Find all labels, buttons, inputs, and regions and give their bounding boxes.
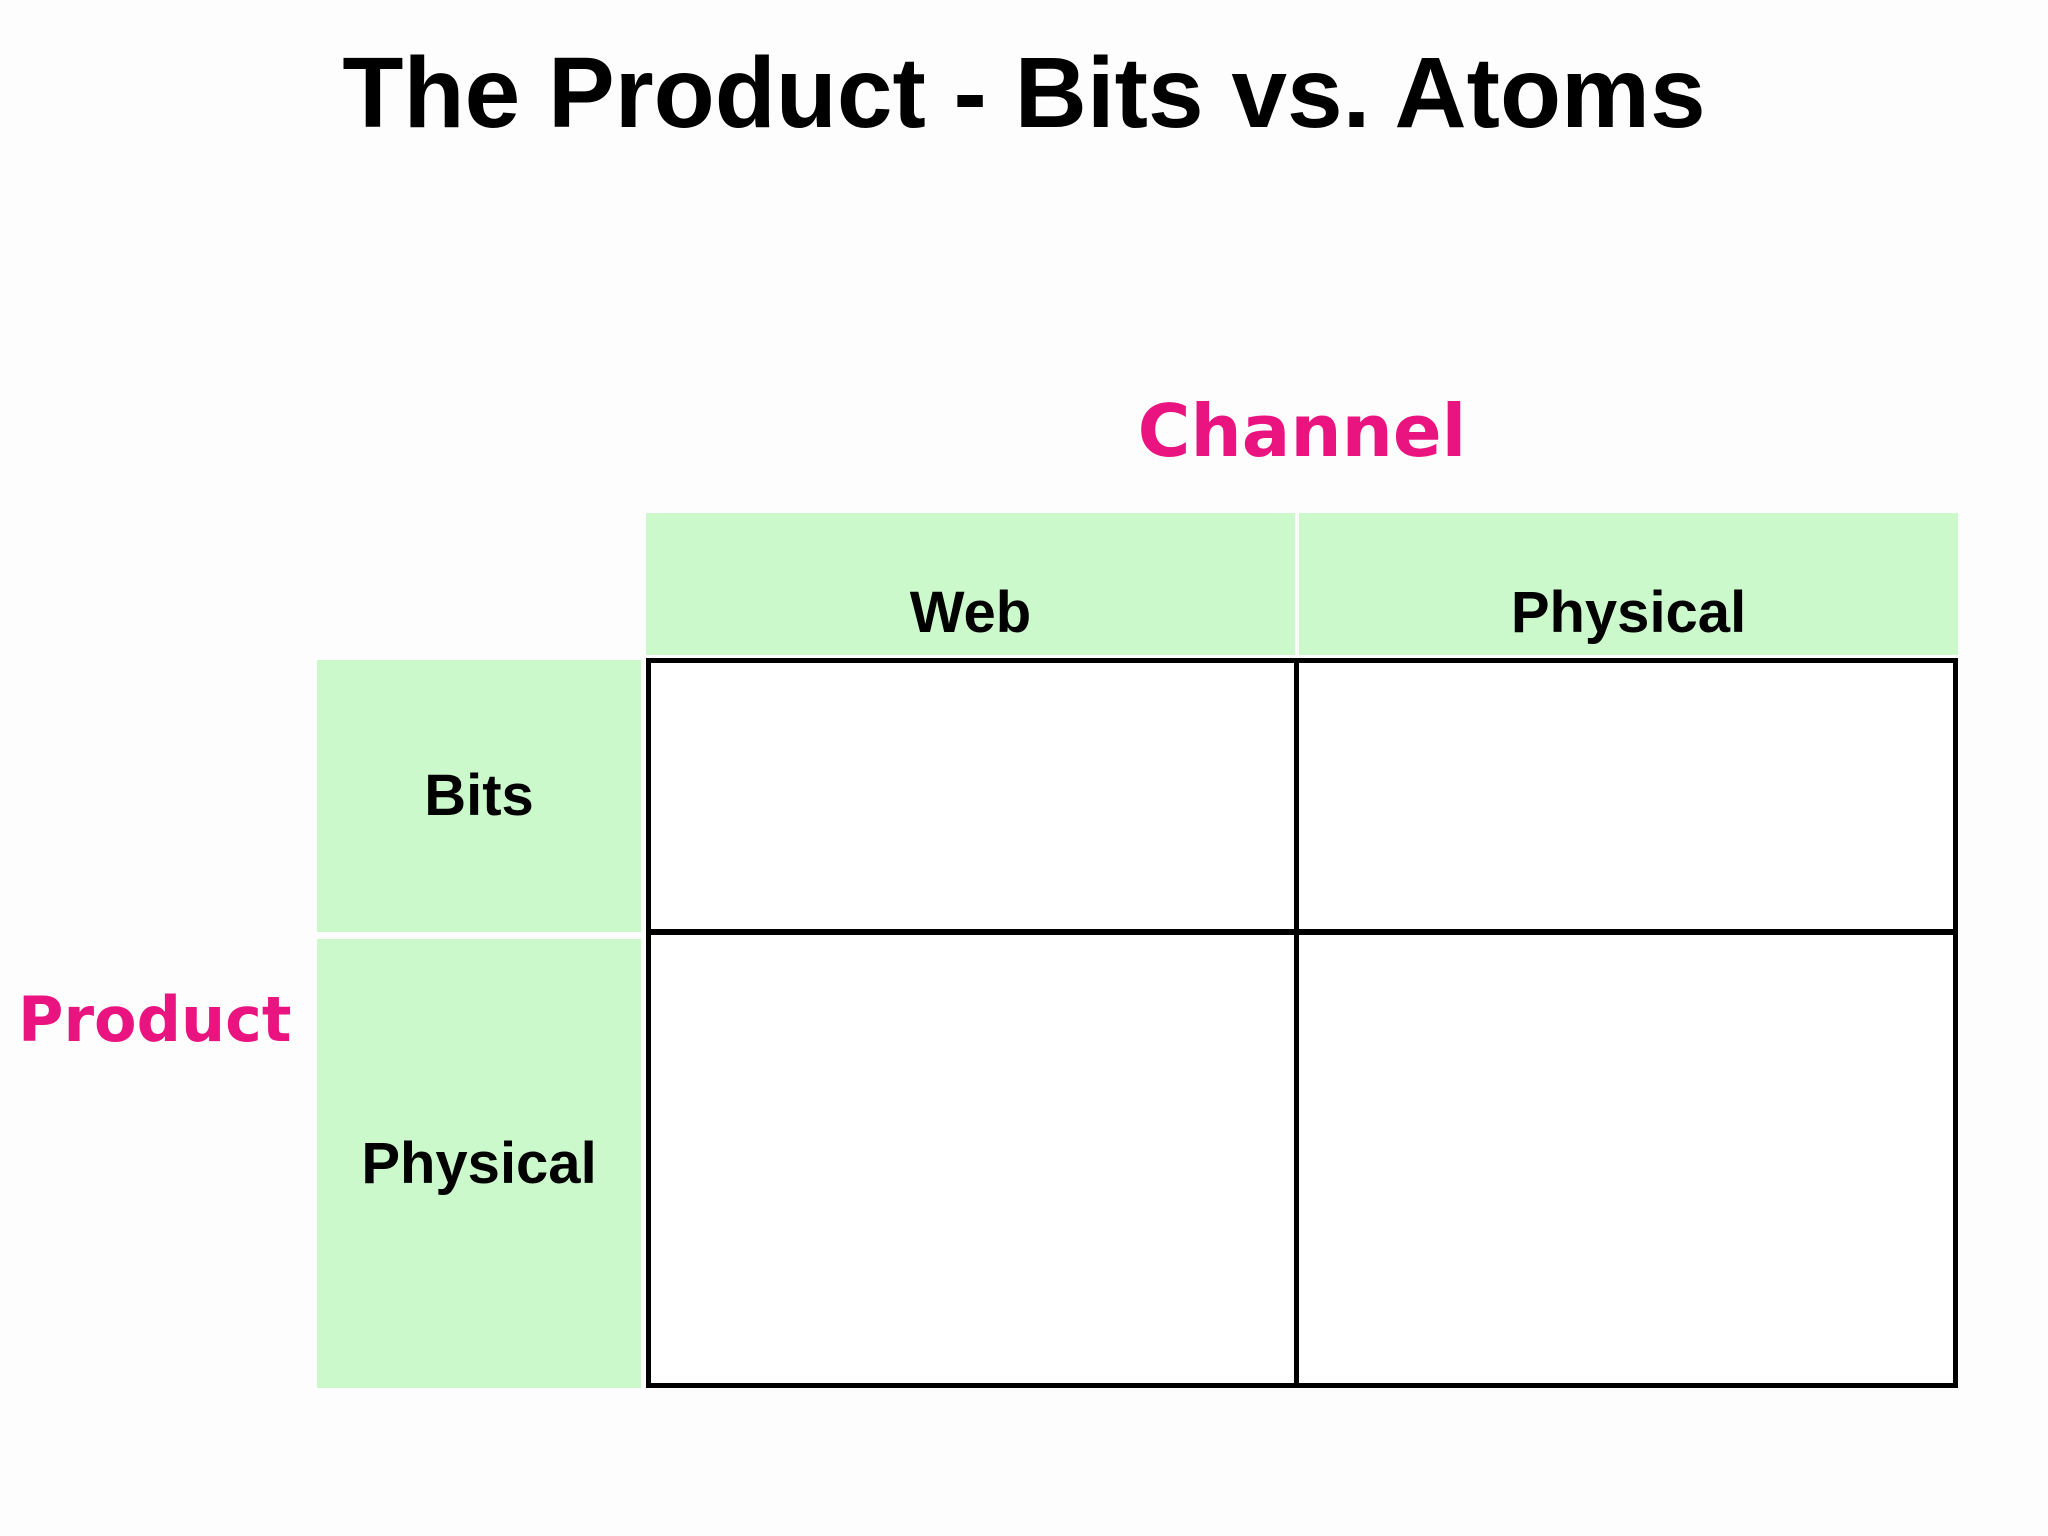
row-header-bits: Bits: [317, 660, 641, 932]
matrix-vertical-divider: [1294, 663, 1299, 1383]
matrix-horizontal-divider: [651, 929, 1953, 935]
column-header-row: Web Physical: [646, 513, 1958, 655]
matrix-cell-physical-physical: [1299, 935, 1953, 1383]
row-header-column: Bits Physical: [317, 660, 641, 1388]
slide-title: The Product - Bits vs. Atoms: [342, 37, 1706, 149]
matrix-body: [646, 658, 1958, 1388]
column-header-physical: Physical: [1299, 513, 1958, 655]
matrix-cell-physical-web: [651, 935, 1294, 1383]
matrix-cell-bits-web: [651, 663, 1294, 929]
product-axis-label: Product: [18, 983, 292, 1056]
row-header-physical: Physical: [317, 939, 641, 1388]
column-header-web: Web: [646, 513, 1295, 655]
channel-axis-label: Channel: [1137, 389, 1467, 473]
matrix-cell-bits-physical: [1299, 663, 1953, 929]
